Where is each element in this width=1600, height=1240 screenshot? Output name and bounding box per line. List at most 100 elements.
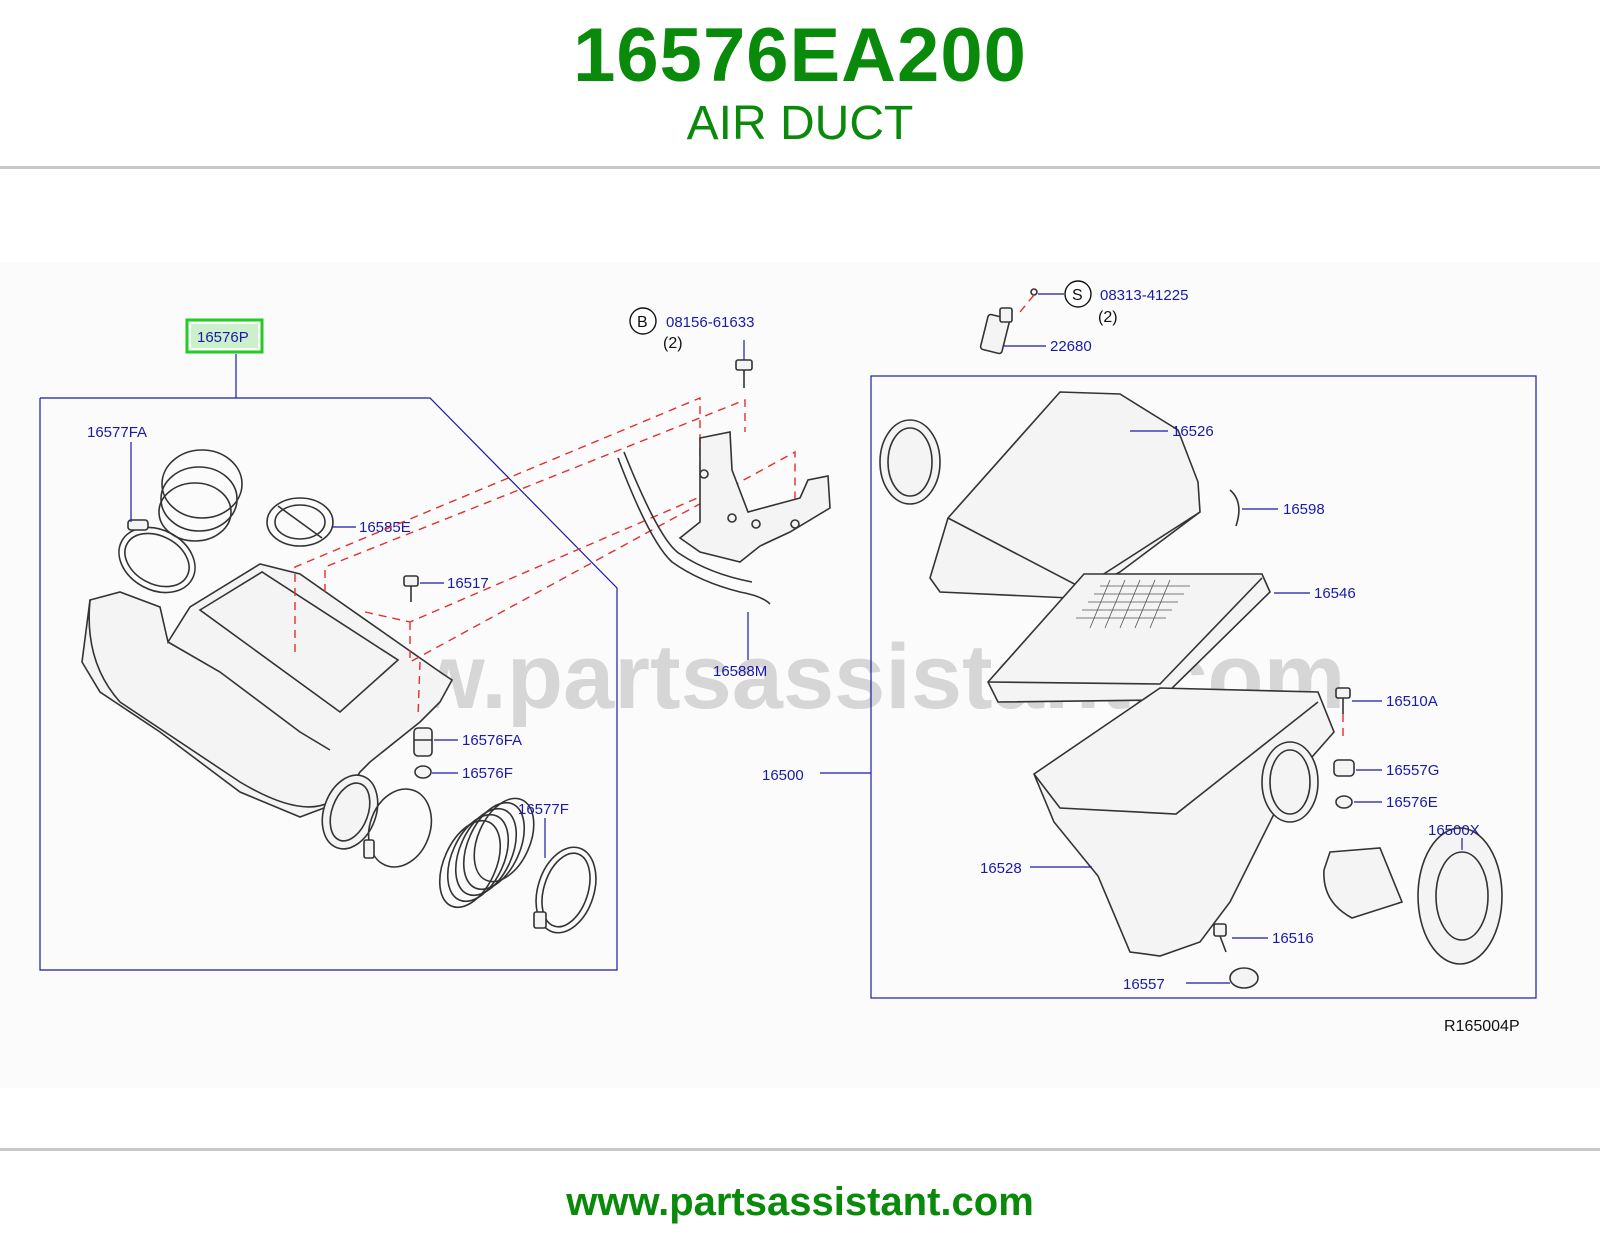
label-16576F[interactable]: 16576F	[462, 765, 513, 782]
clamp-16577F	[535, 846, 597, 934]
clamp-16577F-screw	[533, 911, 547, 929]
grommet-16576FA	[413, 727, 433, 757]
duct-seal-upper-2	[160, 466, 238, 532]
resonator-top-panel	[198, 571, 400, 714]
clamp-16577FA-inner	[124, 532, 190, 588]
footer-website-link[interactable]: www.partsassistant.com	[566, 1180, 1034, 1224]
part-number-title: 16576EA200	[573, 13, 1027, 98]
diagram-reference-code: R165004P	[1444, 1018, 1520, 1035]
label-16557[interactable]: 16557	[1123, 976, 1165, 993]
label-08313-qty: (2)	[1098, 309, 1118, 326]
collar-16576F	[414, 765, 432, 779]
label-08156-qty: (2)	[663, 335, 683, 352]
bracket-hole-2	[727, 513, 737, 523]
grommet-16557G	[1333, 759, 1355, 777]
collar-16576E	[1335, 795, 1353, 809]
label-16546[interactable]: 16546	[1314, 585, 1356, 602]
resonator-outlet	[321, 774, 379, 850]
pin-16516-shaft	[1219, 935, 1227, 953]
label-16516[interactable]: 16516	[1272, 930, 1314, 947]
label-16557G[interactable]: 16557G	[1386, 762, 1439, 779]
bracket-hole-4	[790, 519, 800, 529]
bracket-16588M	[617, 457, 771, 605]
duct-seal-upper	[161, 449, 243, 519]
mount-line-1	[294, 396, 701, 652]
bolt-16510A	[1335, 687, 1351, 699]
resonator-rib	[167, 641, 331, 751]
sensor-dash	[1019, 294, 1035, 313]
bracket-plate	[678, 431, 831, 563]
symbol-S: S	[1072, 287, 1083, 304]
label-16576FA[interactable]: 16576FA	[462, 732, 522, 749]
label-16598[interactable]: 16598	[1283, 501, 1325, 518]
sensor-22680-head	[999, 307, 1013, 323]
cover-inlet	[879, 419, 941, 505]
bracket-hole-3	[751, 519, 761, 529]
filter-16546	[987, 573, 1271, 703]
screw-08313	[1030, 288, 1038, 296]
symbol-circle-S	[1064, 280, 1092, 308]
symbol-circle-B	[629, 307, 657, 335]
filter-mesh	[1076, 579, 1190, 629]
clamp-lower	[367, 788, 433, 868]
label-16500X[interactable]: 16500X	[1428, 822, 1480, 839]
clip-16517-head	[403, 575, 419, 587]
label-16585E[interactable]: 16585E	[359, 519, 411, 536]
label-16577F[interactable]: 16577F	[518, 801, 569, 818]
part-name-subtitle: AIR DUCT	[686, 97, 914, 150]
parts-diagram: www.partsassistant.com 16576P 16577FA 16…	[0, 262, 1600, 1088]
mount-line-5	[417, 661, 421, 718]
right-group-frame	[870, 375, 1537, 999]
case-outlet-inner	[1269, 749, 1311, 815]
label-16526[interactable]: 16526	[1172, 423, 1214, 440]
adapter-16500X-bore	[1435, 851, 1489, 941]
case-16528	[1033, 687, 1335, 957]
left-group-frame	[39, 397, 618, 971]
clamp-16577F-inner	[541, 852, 591, 928]
bracket-16588M-2	[623, 451, 753, 583]
label-22680[interactable]: 22680	[1050, 338, 1092, 355]
label-16517[interactable]: 16517	[447, 575, 489, 592]
clamp-lower-screw	[363, 839, 375, 859]
bellows-hose	[438, 797, 535, 909]
mount-line-2	[324, 398, 746, 592]
exploded-view-drawing: www.partsassistant.com 16576P 16577FA 16…	[39, 280, 1537, 1035]
grommet-16557	[1229, 967, 1259, 989]
clip-16598	[1229, 489, 1240, 527]
label-16577FA[interactable]: 16577FA	[87, 424, 147, 441]
cover-inlet-inner	[887, 427, 933, 497]
case-outlet	[1261, 741, 1319, 823]
resonator-outlet-inner	[329, 782, 371, 842]
resonator-duct	[88, 599, 331, 808]
duct-seal-upper-3	[158, 482, 232, 542]
label-16510A[interactable]: 16510A	[1386, 693, 1438, 710]
label-08313-41225[interactable]: 08313-41225	[1100, 287, 1188, 304]
label-16576P[interactable]: 16576P	[197, 329, 249, 346]
clamp-16577FA	[118, 526, 196, 594]
ring-16585E-inner	[274, 504, 326, 540]
label-16500[interactable]: 16500	[762, 767, 804, 784]
resonator-body	[81, 563, 454, 818]
bottom-divider	[0, 1148, 1600, 1151]
mount-line-4	[409, 450, 796, 664]
header: 16576EA200 AIR DUCT	[0, 0, 1600, 168]
clamp-screw	[127, 519, 149, 531]
symbol-B: B	[637, 314, 648, 331]
label-16588M[interactable]: 16588M	[713, 663, 767, 680]
adapter-16500X-flange	[1417, 827, 1503, 965]
filter-16546-edge	[987, 577, 1263, 685]
label-16528[interactable]: 16528	[980, 860, 1022, 877]
case-16528-rim	[1033, 701, 1319, 815]
bolt-08156-head	[735, 359, 753, 371]
pin-16516-head	[1213, 923, 1227, 937]
label-08156-61633[interactable]: 08156-61633	[666, 314, 754, 331]
highlight-box	[185, 318, 264, 354]
ring-16585E-strap	[277, 505, 323, 539]
mount-line-3	[364, 482, 731, 623]
adapter-16500X	[1323, 847, 1404, 919]
highlight-fill	[191, 324, 258, 348]
top-divider	[0, 166, 1600, 169]
label-16576E[interactable]: 16576E	[1386, 794, 1438, 811]
cover-16526	[929, 391, 1201, 599]
